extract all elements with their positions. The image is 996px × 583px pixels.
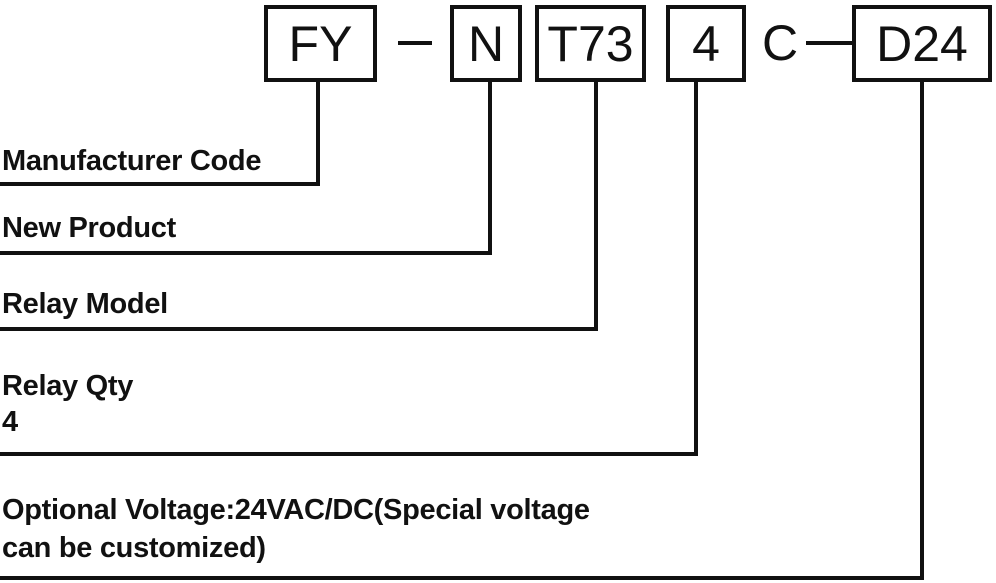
connector-vertical-relay-qty xyxy=(694,82,698,456)
connector-vertical-manufacturer xyxy=(316,82,320,186)
connector-vertical-relay-model xyxy=(594,82,598,331)
label-manufacturer-code: Manufacturer Code xyxy=(2,145,262,177)
connector-vertical-new-product xyxy=(488,82,492,255)
label-relay-model: Relay Model xyxy=(2,288,168,320)
connector-horizontal-relay-qty xyxy=(0,452,698,456)
label-relay-qty-title: Relay Qty xyxy=(2,370,134,402)
connector-horizontal-manufacturer xyxy=(0,182,320,186)
code-box-new-product: N xyxy=(450,5,522,82)
connector-vertical-voltage xyxy=(920,82,924,580)
connector-horizontal-new-product xyxy=(0,251,492,255)
code-dash-2 xyxy=(806,41,852,45)
code-segment-t73: T73 xyxy=(547,15,634,72)
label-voltage-line2: can be customized) xyxy=(2,532,266,564)
code-separator-c: C xyxy=(762,15,799,71)
label-relay-qty-value: 4 xyxy=(2,406,18,438)
code-segment-n: N xyxy=(467,15,505,72)
code-box-voltage: D24 xyxy=(852,5,992,82)
label-new-product: New Product xyxy=(2,212,176,244)
code-box-relay-model: T73 xyxy=(535,5,646,82)
connector-horizontal-voltage xyxy=(0,576,924,580)
code-segment-d24: D24 xyxy=(876,15,968,72)
code-box-manufacturer: FY xyxy=(264,5,377,82)
code-dash-1 xyxy=(398,41,432,45)
code-segment-fy: FY xyxy=(288,15,353,72)
code-segment-4: 4 xyxy=(692,15,720,72)
code-box-relay-qty: 4 xyxy=(666,5,746,82)
connector-horizontal-relay-model xyxy=(0,327,598,331)
label-voltage-line1: Optional Voltage:24VAC/DC(Special voltag… xyxy=(2,494,590,526)
